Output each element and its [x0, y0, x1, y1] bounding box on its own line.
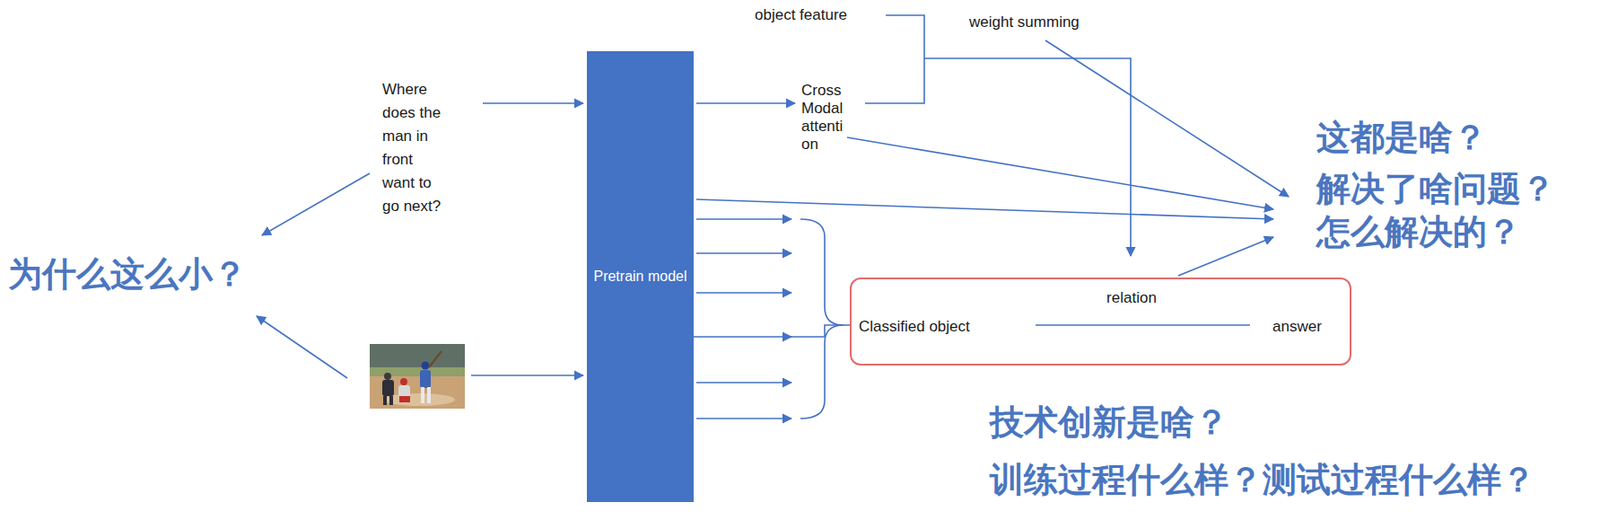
relation-line: [1035, 323, 1251, 326]
curly-bracket: [800, 218, 844, 419]
question-note: 训练过程什么样？测试过程什么样？: [989, 458, 1536, 500]
pointer-arrow: [696, 199, 1274, 219]
question-note: 这都是啥？: [1316, 116, 1487, 158]
weight-label: weight summing: [969, 13, 1080, 32]
question-text: Where does the man in front want to go n…: [382, 78, 449, 219]
question-note: 解决了啥问题？: [1316, 167, 1556, 210]
pointer-arrow: [262, 173, 370, 236]
input-arrow: [471, 374, 584, 376]
feature-arrow: [696, 417, 792, 420]
model-title: Pretrain model: [593, 268, 687, 285]
connector: [693, 324, 850, 337]
object-label: Classified object: [858, 317, 971, 336]
feature-arrow: [696, 252, 792, 254]
feature-arrow: [696, 218, 792, 220]
input-arrow: [482, 102, 584, 105]
pointer-arrow: [1178, 236, 1274, 276]
merge-bracket: [865, 15, 925, 104]
feature-arrow: [696, 291, 792, 294]
pointer-arrow: [256, 315, 348, 378]
baseball-photo: [369, 343, 465, 409]
answer-label: answer: [1272, 317, 1322, 336]
output-arrow: [696, 102, 796, 105]
question-note: 为什么这么小？: [8, 252, 247, 296]
result-box: relationClassified object answer: [849, 277, 1352, 366]
feature-label: object feature: [754, 6, 848, 25]
feature-arrow: [696, 381, 792, 384]
relation-label: relation: [1106, 288, 1157, 307]
weight-line: [924, 58, 1131, 256]
model-block: Pretrain model: [586, 51, 694, 502]
question-note: 技术创新是啥？: [989, 401, 1229, 443]
pointer-arrow: [847, 137, 1274, 210]
attention-label: Cross Modal attenti on: [801, 81, 856, 154]
question-note: 怎么解决的？: [1316, 210, 1522, 253]
pointer-arrow: [1045, 40, 1289, 197]
